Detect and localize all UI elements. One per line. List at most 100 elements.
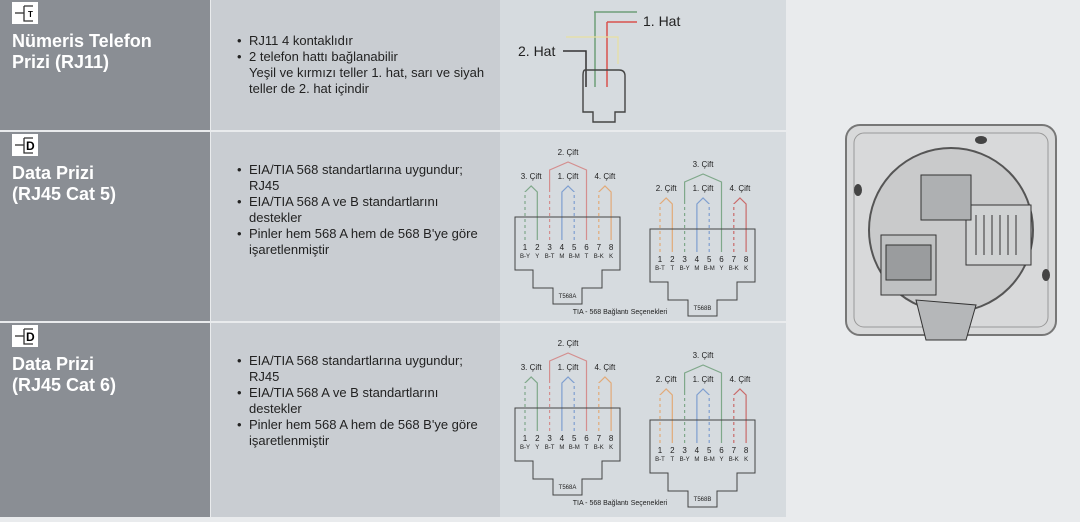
pair-label: 4. Çift <box>594 172 616 181</box>
pin-number: 4 <box>560 243 565 252</box>
icon-letter: D <box>26 139 35 153</box>
pin-color-code: B-M <box>569 254 580 260</box>
pair-label: 3. Çift <box>521 172 543 181</box>
pin-color-code: B-M <box>704 457 715 463</box>
wire-pair <box>598 376 612 431</box>
pin-number: 4 <box>695 446 700 455</box>
pin-number: 5 <box>572 243 577 252</box>
wire-pair <box>524 185 538 240</box>
pin-color-code: B-M <box>704 266 715 272</box>
pin-color-code: Y <box>535 445 539 451</box>
pin-number: 8 <box>609 434 614 443</box>
pin-number: 3 <box>547 243 552 252</box>
bullet: EIA/TIA 568 A ve B standartlarını destek… <box>237 385 487 417</box>
pin-color-code: T <box>585 254 589 260</box>
pin-number: 1 <box>523 243 528 252</box>
data-socket-product-photo <box>786 0 1080 517</box>
pair-label: 1. Çift <box>558 363 580 372</box>
pin-color-code: K <box>609 445 613 451</box>
wire-pair <box>524 376 538 431</box>
title-line: Data Prizi <box>12 354 95 374</box>
pin-number: 6 <box>584 243 589 252</box>
pin-number: 5 <box>707 255 712 264</box>
bullet-continuation: Yeşil ve kırmızı teller 1. hat, sarı ve … <box>249 65 485 96</box>
pin-number: 4 <box>695 255 700 264</box>
pin-color-code: B-Y <box>520 445 530 451</box>
bullet: EIA/TIA 568 standartlarına uygundur; RJ4… <box>237 162 487 194</box>
connector-outline <box>649 419 756 508</box>
icon-letter: T <box>28 10 33 19</box>
connector-label: T568A <box>559 485 577 491</box>
section-rj45-cat5: D Data Prizi(RJ45 Cat 5) EIA/TIA 568 sta… <box>0 132 786 321</box>
section-title: Data Prizi(RJ45 Cat 6) <box>12 354 202 396</box>
connector-outline <box>514 407 621 496</box>
wire-pair <box>598 185 612 240</box>
pin-color-code: B-K <box>729 266 739 272</box>
icon-letter: D <box>26 330 35 344</box>
pin-color-code: B-M <box>569 445 580 451</box>
pin-number: 7 <box>597 434 602 443</box>
pin-color-code: B-T <box>655 266 665 272</box>
pin-color-code: B-T <box>545 254 555 260</box>
wire-pair <box>733 388 747 443</box>
pin-number: 3 <box>547 434 552 443</box>
section-title: Data Prizi(RJ45 Cat 5) <box>12 163 202 205</box>
pin-number: 7 <box>732 255 737 264</box>
pin-number: 2 <box>535 243 540 252</box>
pair-label: 4. Çift <box>594 363 616 372</box>
feature-list-panel: EIA/TIA 568 standartlarına uygundur; RJ4… <box>211 323 500 517</box>
connector-label: T568A <box>559 294 577 300</box>
pair-label: 2. Çift <box>656 375 678 384</box>
pin-number: 8 <box>744 255 749 264</box>
pin-number: 5 <box>707 446 712 455</box>
connector-label: T568B <box>694 306 712 312</box>
pin-number: 1 <box>658 446 663 455</box>
diagram-caption: TIA - 568 Bağlantı Seçenekleri <box>573 309 668 316</box>
pin-color-code: Y <box>535 254 539 260</box>
pin-color-code: T <box>670 457 674 463</box>
pin-color-code: Y <box>719 266 723 272</box>
pin-number: 3 <box>682 255 687 264</box>
pin-number: 7 <box>732 446 737 455</box>
pair-label: 2. Çift <box>558 148 580 157</box>
pin-color-code: T <box>585 445 589 451</box>
wire-pair <box>659 388 673 443</box>
section-rj45-cat6: D Data Prizi(RJ45 Cat 6) EIA/TIA 568 sta… <box>0 323 786 517</box>
title-line: Data Prizi <box>12 163 95 183</box>
title-line: Prizi (RJ11) <box>12 52 110 72</box>
pin-number: 8 <box>609 243 614 252</box>
pin-color-code: Y <box>719 457 723 463</box>
title-line: (RJ45 Cat 6) <box>12 375 117 395</box>
data-socket-symbol-icon: D <box>12 325 38 347</box>
wire-pair <box>696 197 710 252</box>
pin-color-code: B-K <box>729 457 739 463</box>
section-header: D Data Prizi(RJ45 Cat 5) <box>0 132 210 321</box>
pin-color-code: B-K <box>594 445 604 451</box>
wire-pair <box>659 197 673 252</box>
bullet: EIA/TIA 568 standartlarına uygundur; RJ4… <box>237 353 487 385</box>
wire-pair <box>733 197 747 252</box>
wire-pair <box>696 388 710 443</box>
feature-list-panel: EIA/TIA 568 standartlarına uygundur; RJ4… <box>211 132 500 321</box>
pin-color-code: M <box>559 445 564 451</box>
pin-number: 2 <box>670 255 675 264</box>
pin-color-code: K <box>609 254 613 260</box>
pin-color-code: M <box>694 266 699 272</box>
pair-label: 2. Çift <box>656 184 678 193</box>
pin-number: 3 <box>682 446 687 455</box>
connector-outline <box>649 228 756 317</box>
pin-number: 2 <box>670 446 675 455</box>
bullet: RJ11 4 kontaklıdır <box>237 33 487 49</box>
pin-color-code: B-Y <box>680 266 690 272</box>
data-socket-symbol-icon: D <box>12 134 38 156</box>
pair-label: 4. Çift <box>729 375 751 384</box>
pin-color-code: B-Y <box>520 254 530 260</box>
pin-number: 7 <box>597 243 602 252</box>
pair-label: 1. Çift <box>693 184 715 193</box>
